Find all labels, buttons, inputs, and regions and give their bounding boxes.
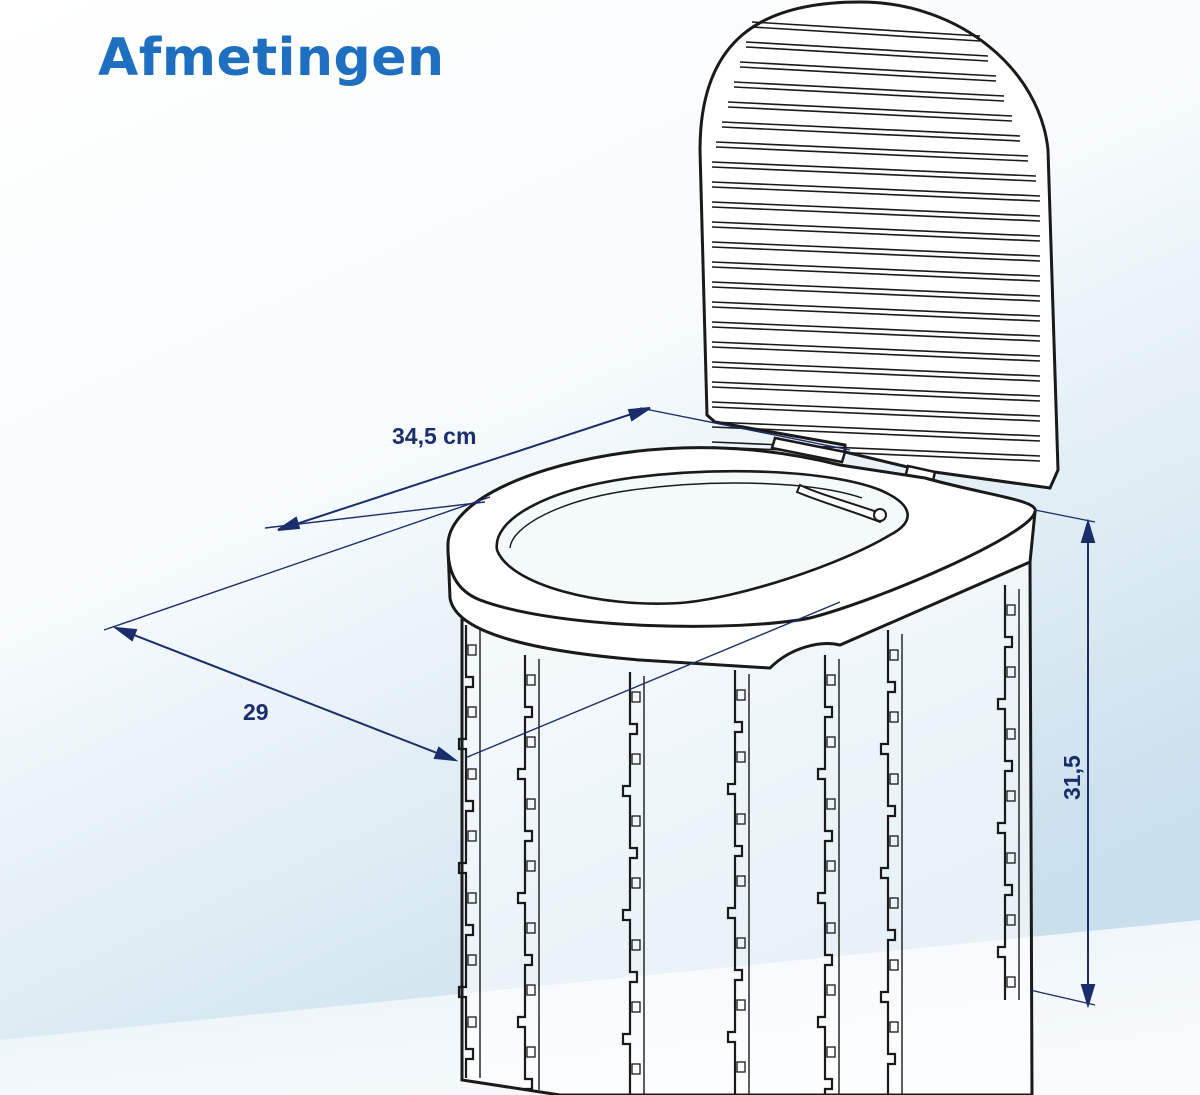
leg-slot [1006,790,1016,802]
lid-rib [745,41,989,62]
leg-slot [1006,914,1016,926]
lid-rib [711,341,1041,362]
leg-slot [526,922,536,934]
leg-slot [826,736,836,748]
lid-rib [711,401,1041,422]
leg-slot [736,937,746,949]
leg-slot [1006,728,1016,740]
leg-slot [826,674,836,686]
lid-rib [711,301,1041,322]
lid-ribs [711,21,1041,462]
leg-slot [1006,852,1016,864]
leg-fold-line [996,585,1014,1000]
leg-slot [736,751,746,763]
leg-slot [631,691,641,703]
leg-slot [889,649,899,661]
leg-slot [467,892,477,904]
lid-rib [711,161,1037,182]
toilet-lid [698,0,1060,490]
lid-rib [721,121,1021,142]
leg-slot [631,1001,641,1013]
leg-slot [826,1046,836,1058]
lid-rib [751,21,981,42]
lid-rib [739,61,997,82]
leg-slot [736,1061,746,1073]
leg-slot [467,830,477,842]
leg-slot [467,768,477,780]
lid-rib [711,221,1041,242]
leg-fold-line [516,655,534,1091]
width-dimension-label: 34,5 cm [392,423,476,449]
leg-slot [889,897,899,909]
leg-slot [631,939,641,951]
leg-slot [889,711,899,723]
lid-rib [733,81,1005,102]
leg-slot [889,835,899,847]
lid-rib [711,241,1041,262]
leg-slot [526,1046,536,1058]
leg-slot [1006,666,1016,678]
leg-slot [736,689,746,701]
leg-slot [1006,976,1016,988]
lid-rib [711,321,1041,342]
leg-slot [631,877,641,889]
lid-rib [711,201,1041,222]
leg-slot [467,954,477,966]
depth-dimension-label: 29 [243,699,269,725]
leg-slot [1006,604,1016,616]
lid-rib [711,261,1041,282]
toilet-base [457,558,1034,1095]
lid-rib [711,361,1041,382]
leg-slot [889,773,899,785]
leg-slot [826,798,836,810]
leg-fold-line [457,625,475,1078]
leg-slot [826,922,836,934]
leg-slot [526,984,536,996]
leg-slot [526,798,536,810]
leg-slot [631,1063,641,1075]
dimension-lines [103,407,1096,1009]
leg-slot [467,1016,477,1028]
lid-rib [711,181,1041,202]
leg-fold-line [879,630,897,1095]
lid-rib [727,101,1013,122]
leg-slot [736,999,746,1011]
lid-rib [711,441,1041,462]
leg-fold-line [621,672,639,1095]
leg-slot [826,860,836,872]
leg-slot [467,644,477,656]
lid-rib [711,381,1041,402]
toilet-seat [446,446,1037,670]
folding-leg-panels [457,585,1020,1095]
leg-slot [631,753,641,765]
leg-slot [736,813,746,825]
leg-slot [736,875,746,887]
leg-slot [631,815,641,827]
leg-slot [526,736,536,748]
leg-fold-line [816,655,834,1095]
leg-slot [526,674,536,686]
leg-slot [526,860,536,872]
leg-slot [889,1021,899,1033]
leg-slot [889,959,899,971]
lid-rib [711,281,1041,302]
height-dimension-label: 31,5 [1059,755,1085,800]
lid-rib [711,421,1041,442]
leg-slot [467,706,477,718]
leg-slot [826,984,836,996]
leg-fold-line [726,670,744,1095]
lid-rib [715,141,1029,162]
page-title: Afmetingen [98,28,445,88]
